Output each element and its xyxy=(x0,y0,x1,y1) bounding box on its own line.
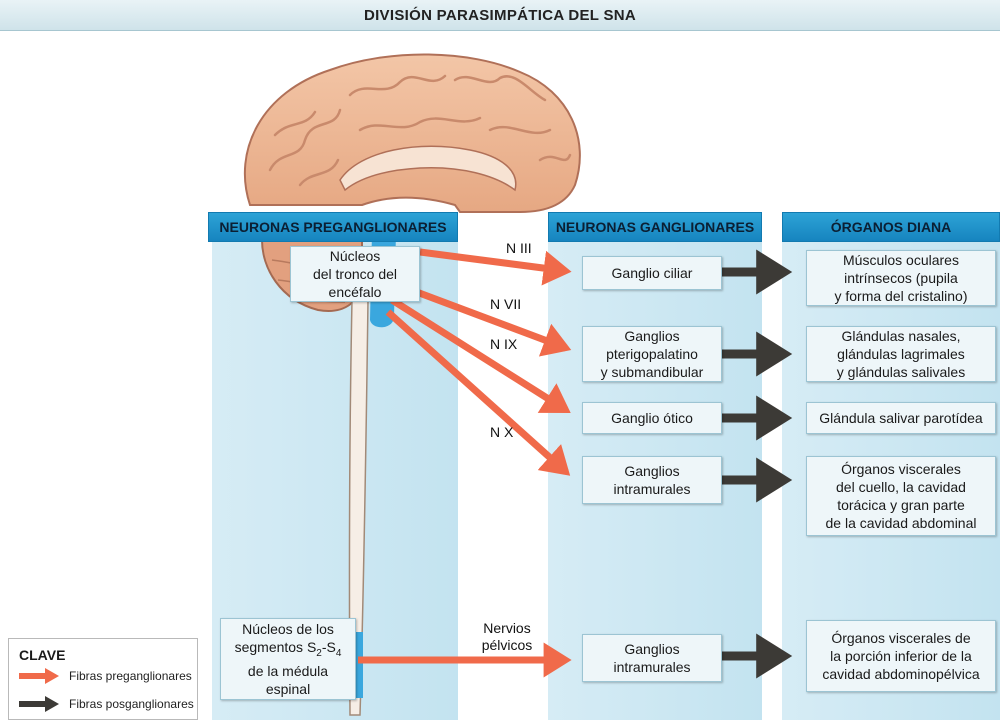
header-target-organs: ÓRGANOS DIANA xyxy=(782,212,1000,242)
legend-title: CLAVE xyxy=(19,647,66,663)
legend-pre-label: Fibras preganglionares xyxy=(69,669,192,683)
legend-swatches xyxy=(19,668,59,712)
header-preganglionic: NEURONAS PREGANGLIONARES xyxy=(208,212,458,242)
target-ocular-muscles: Músculos oculares intrínsecos (pupila y … xyxy=(806,250,996,306)
legend-pre-arrow-icon xyxy=(19,668,59,684)
target-glands: Glándulas nasales, glándulas lagrimales … xyxy=(806,326,996,382)
target-thoracic-viscera: Órganos viscerales del cuello, la cavida… xyxy=(806,456,996,536)
nerve-label-n7: N VII xyxy=(490,296,522,312)
ganglion-intramural-lower: Ganglios intramurales xyxy=(582,634,722,682)
pre-fiber-n7 xyxy=(396,281,572,357)
ganglion-pterygopalatine: Ganglios pterigopalatino y submandibular xyxy=(582,326,722,382)
target-pelvic-viscera: Órganos viscerales de la porción inferio… xyxy=(806,620,996,692)
header-ganglionic: NEURONAS GANGLIONARES xyxy=(548,212,762,242)
ganglion-intramural-upper: Ganglios intramurales xyxy=(582,456,722,504)
brainstem-nuclei-box: Núcleos del tronco del encéfalo xyxy=(290,246,420,302)
legend-post-label: Fibras posganglionares xyxy=(69,697,194,711)
spinal-cord xyxy=(348,299,369,716)
ganglion-otic: Ganglio ótico xyxy=(582,402,722,434)
ganglion-ciliary: Ganglio ciliar xyxy=(582,256,722,290)
nerve-label-n9: N IX xyxy=(490,336,518,352)
nerve-label-n10: N X xyxy=(490,424,514,440)
legend-key: CLAVE Fibras preganglionares Fibras posg… xyxy=(8,638,198,720)
diagram-title: DIVISIÓN PARASIMPÁTICA DEL SNA xyxy=(0,0,1000,31)
pre-fiber-n10 xyxy=(385,309,571,476)
nerve-label-n3: N III xyxy=(506,240,532,256)
target-parotid: Glándula salivar parotídea xyxy=(806,402,996,434)
pre-fiber-n9 xyxy=(390,297,571,413)
nerve-label-pelvic: Nervios pélvicos xyxy=(481,620,533,653)
pre-fiber-n3 xyxy=(419,248,572,286)
legend-post-arrow-icon xyxy=(19,696,59,712)
